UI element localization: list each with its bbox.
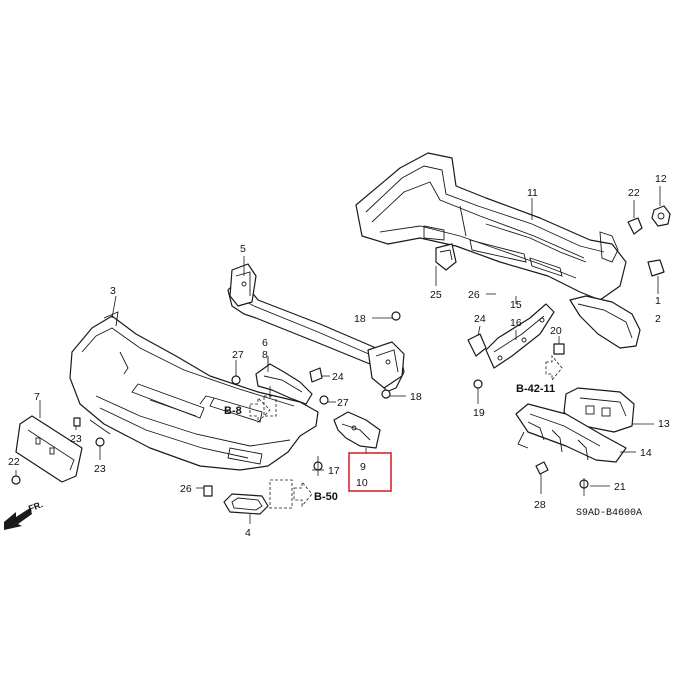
rear-bracket [435,243,457,271]
clip-23-upper [73,417,81,427]
bolt-18-upper [391,311,401,321]
callout-5: 5 [240,243,246,255]
clip-26-front [203,485,213,497]
callout-19: 19 [473,407,485,419]
bolt-21 [579,478,610,496]
callout-8: 8 [262,349,268,361]
callout-26-front: 26 [180,483,192,495]
callout-27-lower: 27 [337,397,349,409]
callout-20: 20 [550,325,562,337]
front-direction-arrow [4,508,32,530]
retainer-12 [651,186,671,227]
leader-lines [15,198,654,489]
callout-22-rear: 22 [628,187,640,199]
ref-b8: B-8 [224,405,242,417]
ref-b50: B-50 [314,491,338,503]
front-beam [227,263,405,393]
callout-25: 25 [430,289,442,301]
rear-side-cover [569,295,641,349]
callout-2: 2 [655,313,661,325]
bolt-18-lower [381,389,391,399]
front-bumper [69,311,319,471]
bolt-27-lower [319,395,329,405]
callout-17: 17 [328,465,340,477]
callout-23-lower: 23 [94,463,106,475]
callout-7: 7 [34,391,40,403]
side-bracket-6-8 [255,356,313,405]
callout-12: 12 [655,173,667,185]
fog-light-garnish [223,493,269,524]
callout-27-upper: 27 [232,349,244,361]
clip-23-lower [95,437,105,447]
highlight-box: 9 10 [348,452,392,492]
callout-10: 10 [356,477,368,489]
bracket-24-rear [467,333,487,357]
nut-20 [553,336,565,355]
rear-side-bracket [485,303,555,369]
screw-28 [535,461,549,494]
callout-28: 28 [534,499,546,511]
b50-reference-arrow [269,479,313,509]
callout-13: 13 [658,418,670,430]
callout-24-rear: 24 [474,313,486,325]
screw-22-front [11,475,21,485]
callout-4: 4 [245,527,251,539]
nut-24-front [309,367,323,383]
callout-1: 1 [655,295,661,307]
callout-15: 15 [510,299,522,311]
callout-14: 14 [640,447,652,459]
clip-1 [647,259,665,294]
callout-labels: 11 22 12 1 2 5 3 25 26 15 18 24 16 20 6 … [8,173,670,539]
rear-absorber [515,403,627,463]
front-label: FR. [27,499,44,514]
callout-3: 3 [110,285,116,297]
callout-23-upper: 23 [70,433,82,445]
callout-21: 21 [614,481,626,493]
callout-18-upper: 18 [354,313,366,325]
callout-18-lower: 18 [410,391,422,403]
callout-22-front: 22 [8,456,20,468]
callout-16: 16 [510,317,522,329]
ref-b42: B-42-11 [516,383,555,395]
callout-9: 9 [360,461,366,473]
diagram-code: S9AD-B4600A [576,508,642,519]
callout-11: 11 [527,187,538,199]
bolt-27-upper [231,375,241,385]
bolt-17 [313,456,323,476]
license-plate-base [15,400,83,483]
b42-reference-arrow [545,354,563,382]
callout-24-front: 24 [332,371,344,383]
rear-bumper [355,152,627,301]
bolt-19 [473,379,483,404]
bracket-9-10 [333,411,381,449]
clip-22-rear [627,200,643,235]
callout-6: 6 [262,337,268,349]
callout-26-rear: 26 [468,289,480,301]
